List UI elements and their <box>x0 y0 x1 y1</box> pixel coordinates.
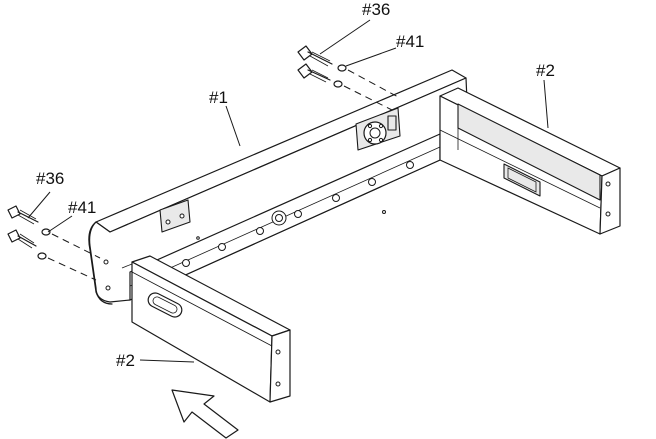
handle-slot-front <box>147 292 183 318</box>
direction-arrow <box>171 389 239 439</box>
top-fasteners <box>297 45 401 111</box>
left-fasteners <box>7 205 101 281</box>
right-leg <box>439 87 621 235</box>
washer-icon <box>37 252 47 260</box>
front-leg <box>131 255 291 403</box>
leader-lines <box>27 19 549 363</box>
mounting-plate-right <box>355 107 401 151</box>
label-right-leg: #2 <box>536 61 555 80</box>
label-left-screw: #36 <box>36 169 64 188</box>
label-front-leg: #2 <box>116 351 135 370</box>
mounting-plate-left <box>159 199 191 233</box>
label-top-screw: #36 <box>362 0 390 19</box>
label-left-washer: #41 <box>68 198 96 217</box>
label-top-washer: #41 <box>396 32 424 51</box>
screw-icon <box>297 45 333 67</box>
washer-icon <box>333 80 343 88</box>
screw-icon <box>7 229 37 249</box>
main-panel <box>88 69 469 305</box>
washer-icon <box>41 228 51 236</box>
screw-icon <box>7 205 39 225</box>
washer-icon <box>337 64 347 72</box>
handle-slot-right <box>503 163 541 197</box>
shelf-holes <box>182 161 414 267</box>
screw-icon <box>297 63 331 83</box>
label-main-panel: #1 <box>209 88 228 107</box>
